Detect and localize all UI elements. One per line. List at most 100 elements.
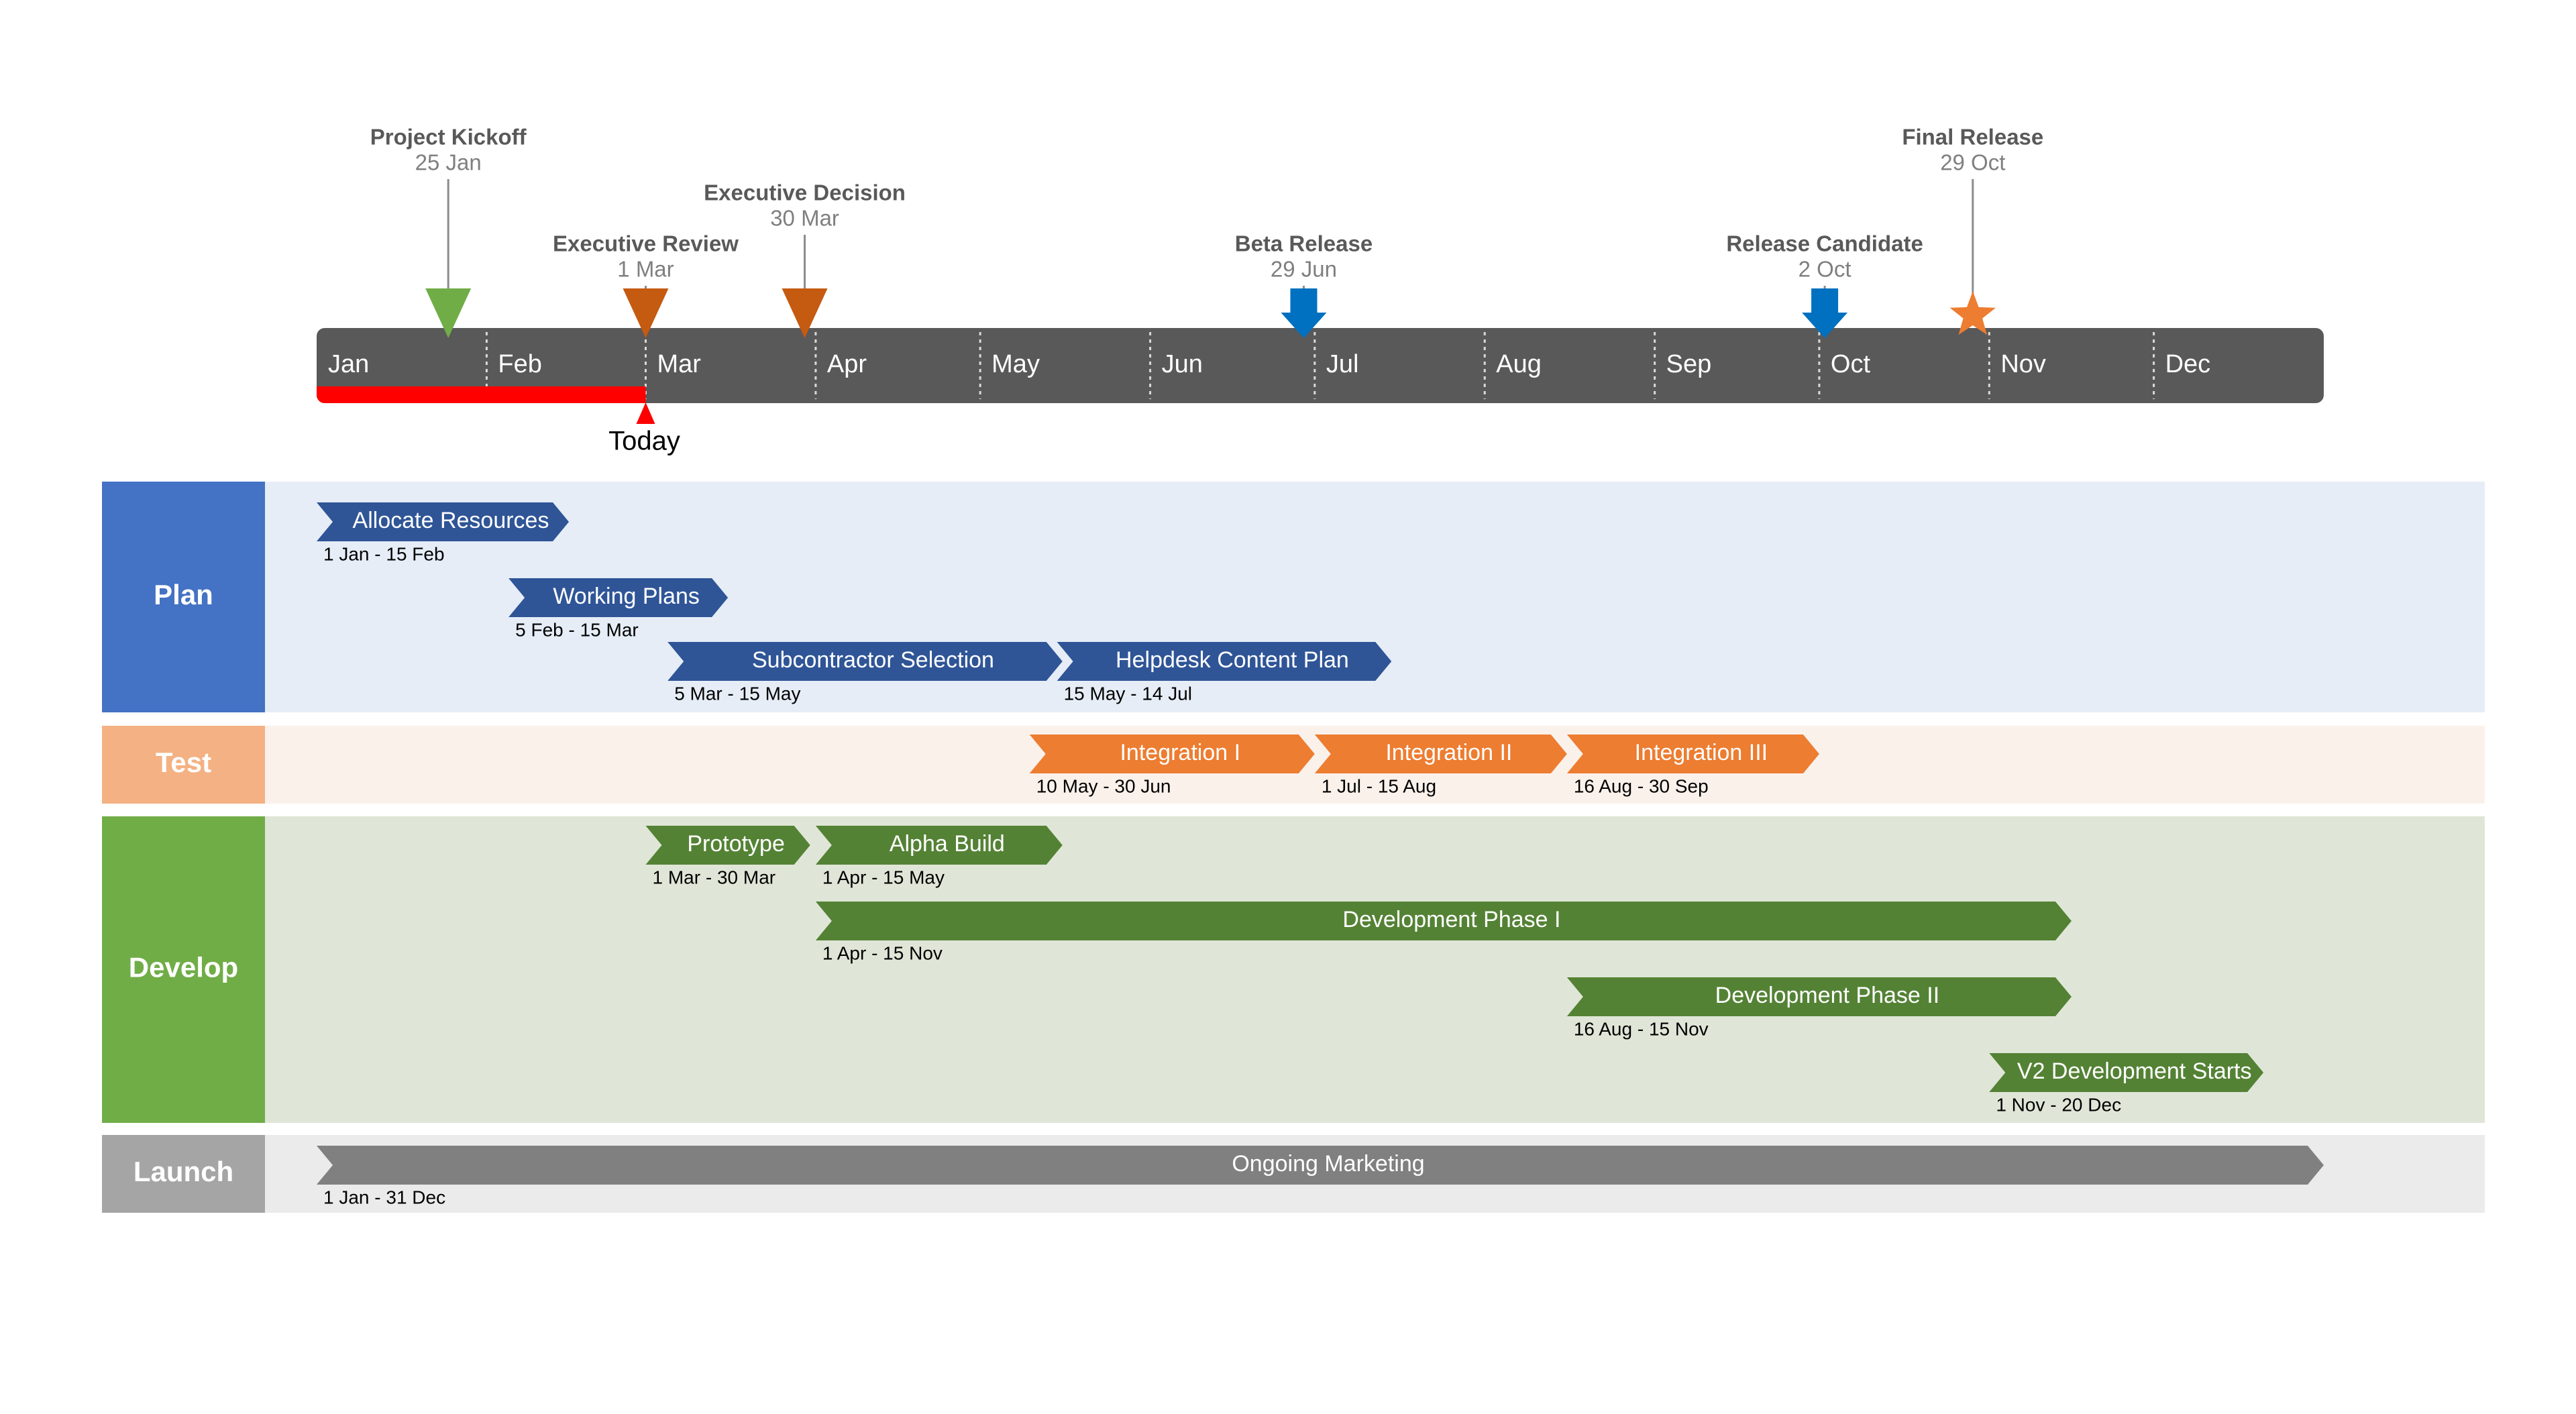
milestone-triangle-icon: [623, 288, 669, 338]
task-dates: 1 Mar - 30 Mar: [652, 867, 775, 887]
task-label: Helpdesk Content Plan: [1116, 647, 1349, 673]
task-development-phase-i: Development Phase I 1 Apr - 15 Nov: [815, 902, 2072, 963]
task-label: Allocate Resources: [353, 508, 549, 533]
milestone-date: 30 Mar: [770, 206, 839, 231]
milestone-date: 29 Jun: [1271, 257, 1337, 282]
task-bar: [1314, 735, 1567, 773]
task-bar: [1566, 735, 1819, 773]
month-label: Nov: [2000, 350, 2046, 378]
task-helpdesk-content-plan: Helpdesk Content Plan 15 May - 14 Jul: [1057, 642, 1392, 704]
task-dates: 1 Jan - 31 Dec: [323, 1187, 445, 1207]
month-label: Jul: [1326, 350, 1359, 378]
task-label: Integration III: [1635, 740, 1768, 765]
task-bar: [508, 578, 729, 617]
task-dates: 16 Aug - 15 Nov: [1574, 1018, 1709, 1039]
milestone-triangle-icon: [425, 288, 472, 338]
milestone-date: 1 Mar: [617, 257, 674, 282]
today-progress-bar: [317, 386, 646, 403]
task-bar: [1989, 1053, 2264, 1092]
month-label: Jun: [1162, 350, 1203, 378]
milestone-date: 29 Oct: [1940, 150, 2005, 175]
milestone-arrow-icon: [1802, 288, 1848, 338]
month-label: Mar: [657, 350, 701, 378]
task-label: Alpha Build: [890, 831, 1005, 857]
task-label: Working Plans: [553, 584, 700, 609]
timescale-bar: [317, 328, 2324, 403]
month-label: Feb: [498, 350, 541, 378]
task-bar: [317, 1146, 2324, 1185]
swimlane-header: [102, 816, 265, 1123]
task-label: Integration II: [1385, 740, 1512, 765]
task-dates: 1 Jan - 15 Feb: [323, 543, 445, 564]
swimlane-label: Launch: [133, 1156, 233, 1187]
task-bar: [1566, 977, 2072, 1016]
swimlane-header: [102, 1135, 265, 1213]
task-dates: 10 May - 30 Jun: [1036, 775, 1171, 796]
task-dates: 1 Nov - 20 Dec: [1996, 1094, 2121, 1115]
today-marker-icon: [636, 402, 655, 424]
task-integration-iii: Integration III 16 Aug - 30 Sep: [1566, 735, 1819, 796]
task-label: Integration I: [1120, 740, 1240, 765]
task-dates: 5 Mar - 15 May: [674, 683, 800, 704]
task-dates: 16 Aug - 30 Sep: [1574, 775, 1709, 796]
milestone-title: Beta Release: [1235, 231, 1373, 256]
milestone-title: Release Candidate: [1726, 231, 1923, 256]
swimlane-label: Develop: [129, 952, 238, 983]
milestone-title: Final Release: [1902, 125, 2043, 150]
task-label: Ongoing Marketing: [1232, 1151, 1424, 1177]
swimlane-header: [102, 482, 265, 712]
milestone-triangle-icon: [782, 288, 828, 338]
task-ongoing-marketing: Ongoing Marketing 1 Jan - 31 Dec: [317, 1146, 2324, 1207]
task-bar: [1057, 642, 1392, 681]
task-bar: [1029, 735, 1315, 773]
task-dates: 5 Feb - 15 Mar: [515, 619, 639, 640]
swimlane-header: [102, 726, 265, 804]
task-bar: [815, 902, 2072, 940]
milestone-arrow-icon: [1281, 288, 1327, 338]
month-label: Apr: [827, 350, 867, 378]
task-integration-ii: Integration II 1 Jul - 15 Aug: [1314, 735, 1567, 796]
milestone-date: 25 Jan: [415, 150, 482, 175]
month-label: Sep: [1666, 350, 1712, 378]
task-development-phase-ii: Development Phase II 16 Aug - 15 Nov: [1566, 977, 2072, 1039]
task-bar: [645, 826, 810, 865]
task-label: Subcontractor Selection: [752, 647, 994, 673]
month-label: Oct: [1831, 350, 1871, 378]
task-dates: 15 May - 14 Jul: [1064, 683, 1192, 704]
task-allocate-resources: Allocate Resources 1 Jan - 15 Feb: [317, 502, 570, 564]
task-subcontractor-selection: Subcontractor Selection 5 Mar - 15 May: [667, 642, 1063, 704]
month-label: May: [991, 350, 1040, 378]
task-bar: [815, 826, 1063, 865]
task-bar: [667, 642, 1063, 681]
task-dates: 1 Apr - 15 Nov: [822, 942, 943, 963]
task-label: Development Phase II: [1715, 983, 1940, 1008]
milestone-star-icon: [1949, 291, 1996, 335]
task-label: Development Phase I: [1342, 907, 1560, 932]
month-label: Dec: [2165, 350, 2211, 378]
month-label: Jan: [328, 350, 369, 378]
task-dates: 1 Apr - 15 May: [822, 867, 945, 887]
task-bar: [317, 502, 570, 541]
swimlane-label: Plan: [154, 579, 213, 610]
task-integration-i: Integration I 10 May - 30 Jun: [1029, 735, 1315, 796]
milestone-date: 2 Oct: [1799, 257, 1851, 282]
task-alpha-build: Alpha Build 1 Apr - 15 May: [815, 826, 1063, 887]
task-dates: 1 Jul - 15 Aug: [1322, 775, 1436, 796]
milestone-title: Executive Review: [553, 231, 739, 256]
swimlane-label: Test: [156, 747, 211, 778]
tasks: Allocate Resources 1 Jan - 15 FebWorking …: [317, 502, 2324, 1207]
today-label: Today: [608, 427, 680, 456]
milestone-title: Project Kickoff: [370, 125, 527, 150]
